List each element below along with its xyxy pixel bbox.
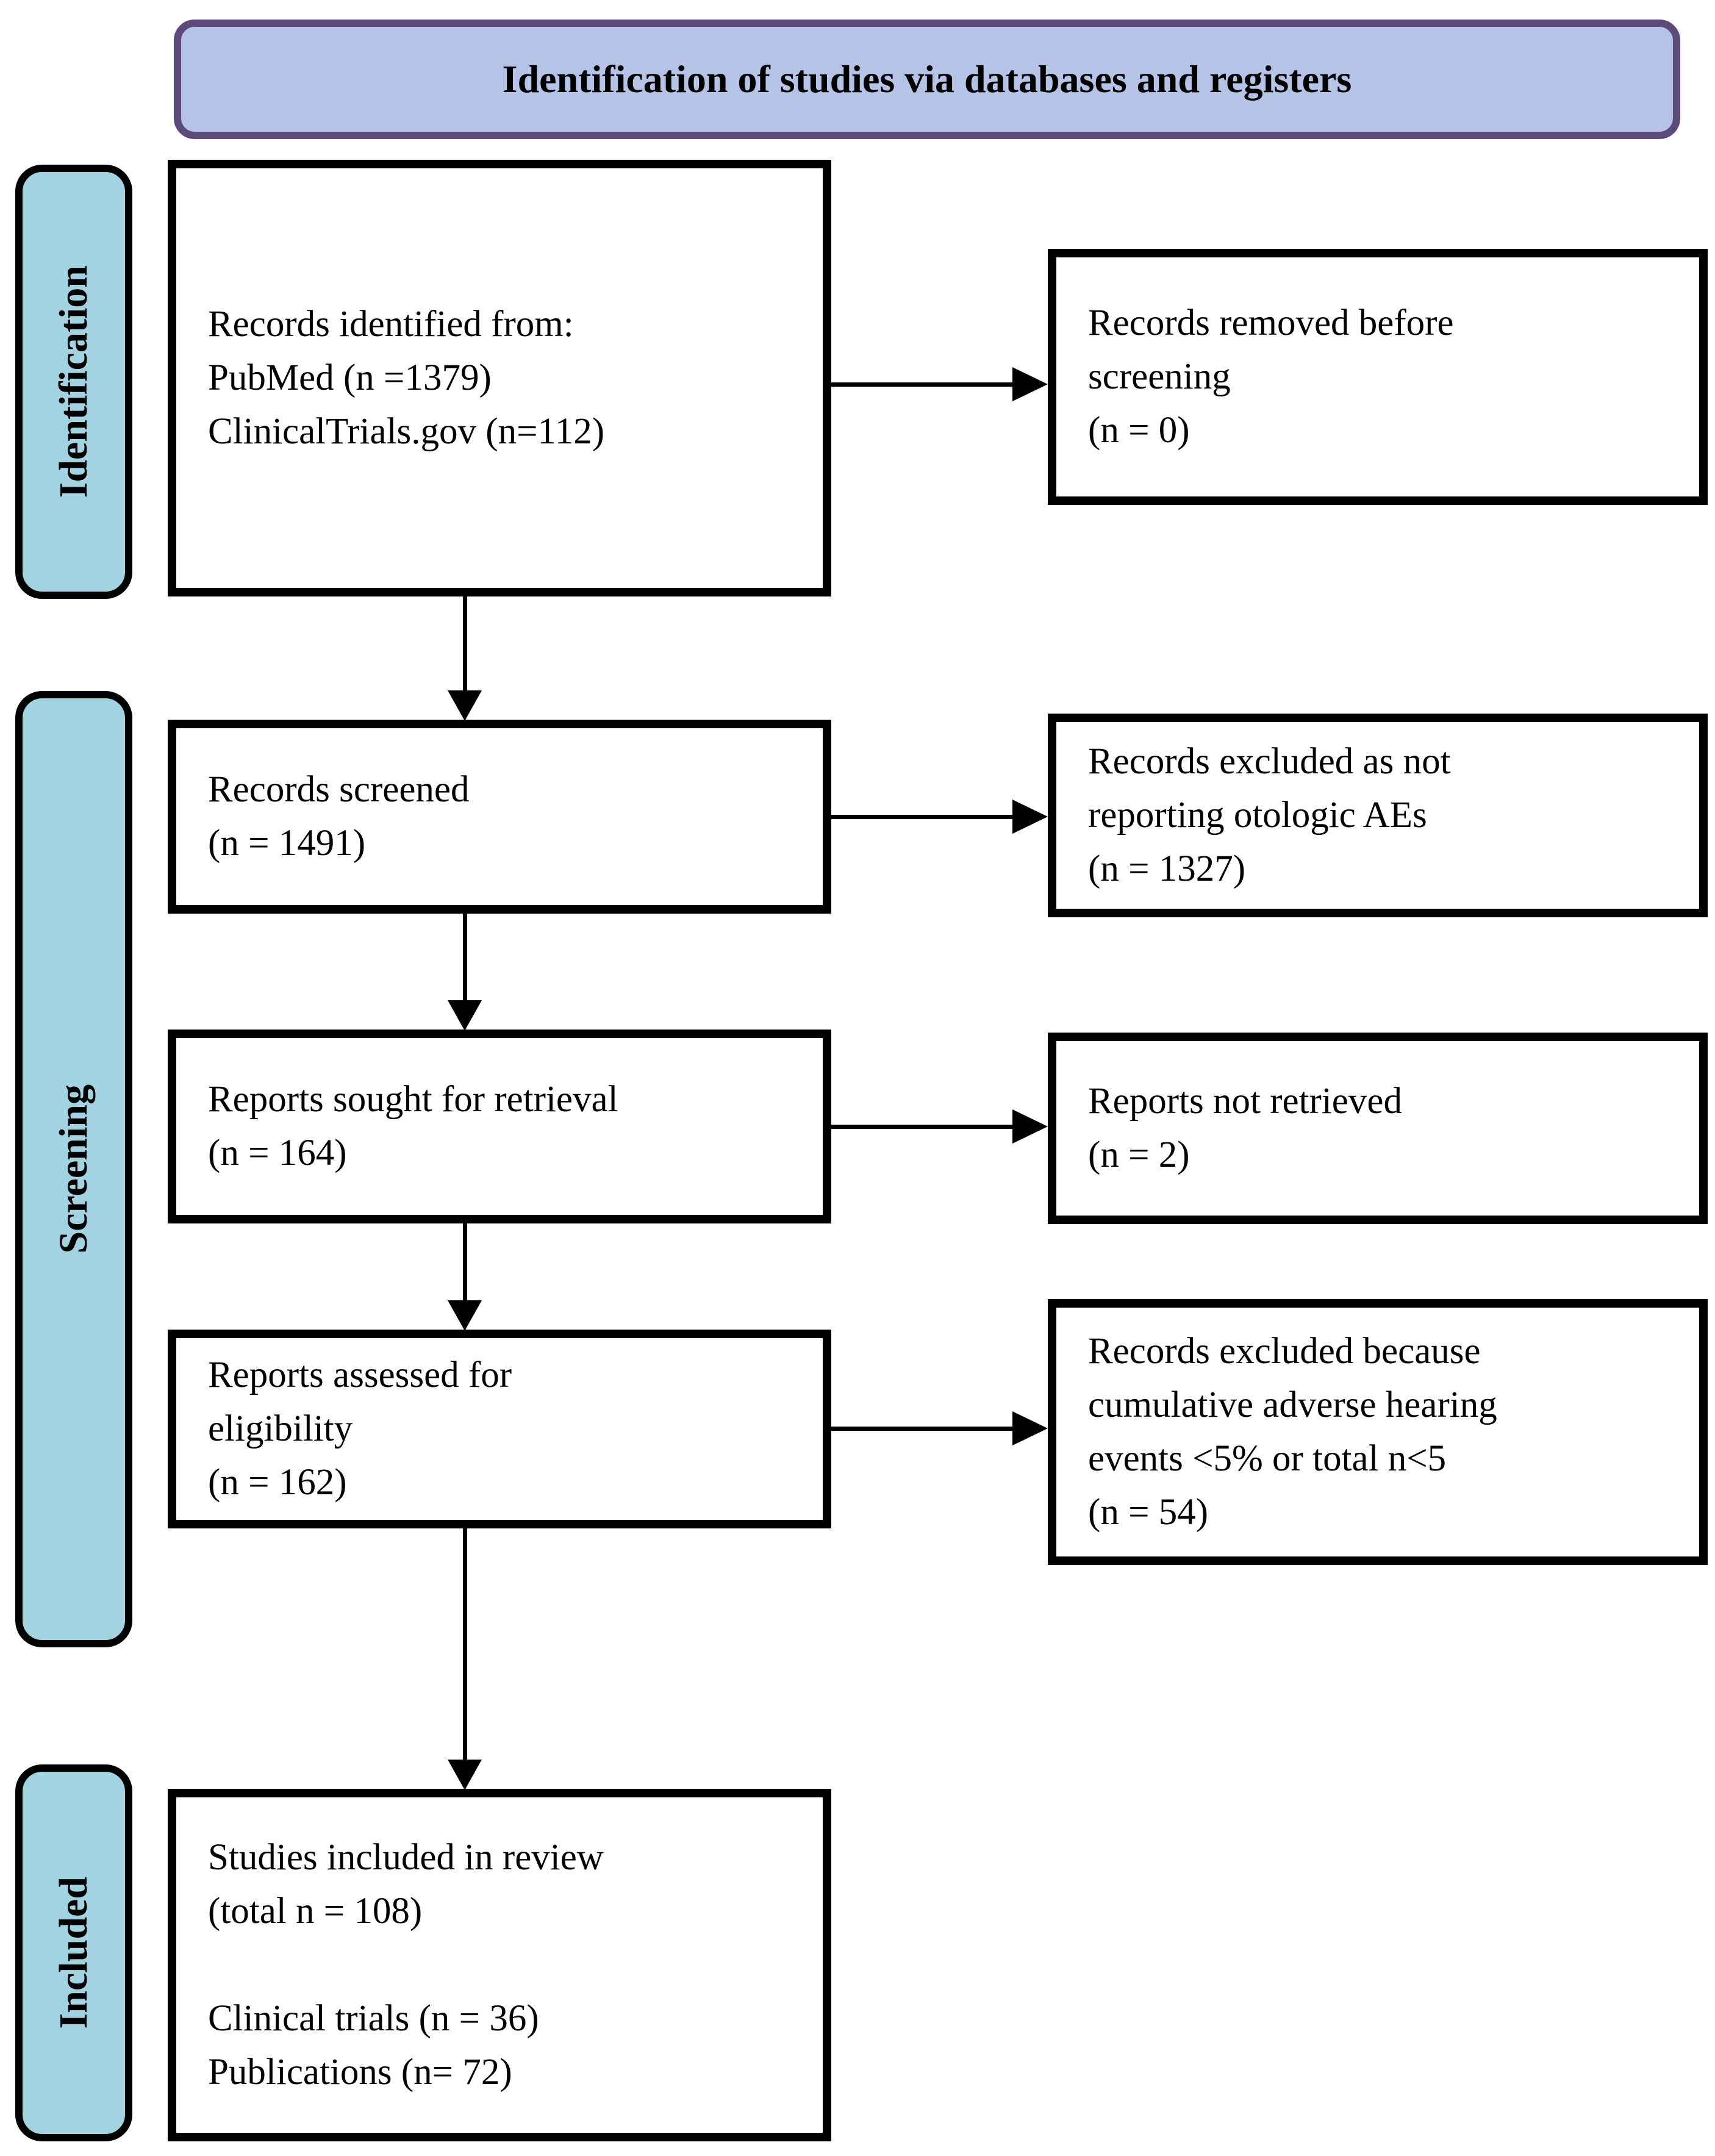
arrow-down-head-icon [448, 690, 482, 721]
box-records-excluded-otologic: Records excluded as not reporting otolog… [1048, 714, 1708, 917]
box-records-excluded-cumulative: Records excluded because cumulative adve… [1048, 1299, 1708, 1565]
arrow-right-head-icon [1012, 1411, 1048, 1445]
arrow-shaft [831, 815, 1014, 819]
box-reports-assessed-text: Reports assessed for eligibility (n = 16… [208, 1355, 512, 1503]
box-studies-included: Studies included in review (total n = 10… [168, 1789, 831, 2141]
arrow-shaft [831, 382, 1014, 387]
stage-label-screening: Screening [15, 691, 132, 1647]
stage-label-identification: Identification [15, 165, 132, 599]
arrow-shaft [463, 1528, 467, 1762]
arrow-right-head-icon [1012, 367, 1048, 401]
arrow-down-head-icon [448, 1300, 482, 1331]
arrow-shaft [831, 1427, 1014, 1431]
box-reports-not-retrieved: Reports not retrieved (n = 2) [1048, 1033, 1708, 1224]
stage-label-included: Included [15, 1764, 132, 2141]
arrow-assessed-to-included [448, 1528, 482, 1790]
stage-label-included-text: Included [51, 1877, 96, 2029]
arrow-sought-to-not-retrieved [831, 1109, 1048, 1144]
arrow-screened-to-sought [448, 914, 482, 1031]
box-reports-sought-text: Reports sought for retrieval (n = 164) [208, 1079, 618, 1173]
arrow-identified-to-removed [831, 367, 1048, 401]
stage-label-identification-text: Identification [51, 265, 96, 498]
box-reports-sought: Reports sought for retrieval (n = 164) [168, 1030, 831, 1223]
arrow-identified-to-screened [448, 596, 482, 721]
box-studies-included-text: Studies included in review (total n = 10… [208, 1837, 604, 2093]
arrow-shaft [463, 914, 467, 1003]
diagram-title: Identification of studies via databases … [174, 20, 1680, 139]
box-records-screened: Records screened (n = 1491) [168, 720, 831, 914]
arrow-down-head-icon [448, 1000, 482, 1031]
arrow-shaft [463, 596, 467, 693]
arrow-shaft [831, 1125, 1014, 1129]
box-reports-assessed: Reports assessed for eligibility (n = 16… [168, 1330, 831, 1528]
box-records-removed-text: Records removed before screening (n = 0) [1088, 303, 1454, 451]
box-records-excluded-otologic-text: Records excluded as not reporting otolog… [1088, 741, 1451, 889]
box-records-removed: Records removed before screening (n = 0) [1048, 249, 1708, 505]
box-records-excluded-cumulative-text: Records excluded because cumulative adve… [1088, 1331, 1497, 1533]
arrow-screened-to-excluded [831, 800, 1048, 834]
box-records-screened-text: Records screened (n = 1491) [208, 769, 470, 864]
arrow-sought-to-assessed [448, 1223, 482, 1331]
arrow-shaft [463, 1223, 467, 1303]
arrow-right-head-icon [1012, 1109, 1048, 1144]
arrow-down-head-icon [448, 1760, 482, 1790]
arrow-right-head-icon [1012, 800, 1048, 834]
arrow-assessed-to-excluded [831, 1411, 1048, 1445]
box-reports-not-retrieved-text: Reports not retrieved (n = 2) [1088, 1081, 1402, 1175]
stage-label-screening-text: Screening [51, 1084, 96, 1254]
box-records-identified-text: Records identified from: PubMed (n =1379… [208, 304, 605, 452]
box-records-identified: Records identified from: PubMed (n =1379… [168, 160, 831, 596]
